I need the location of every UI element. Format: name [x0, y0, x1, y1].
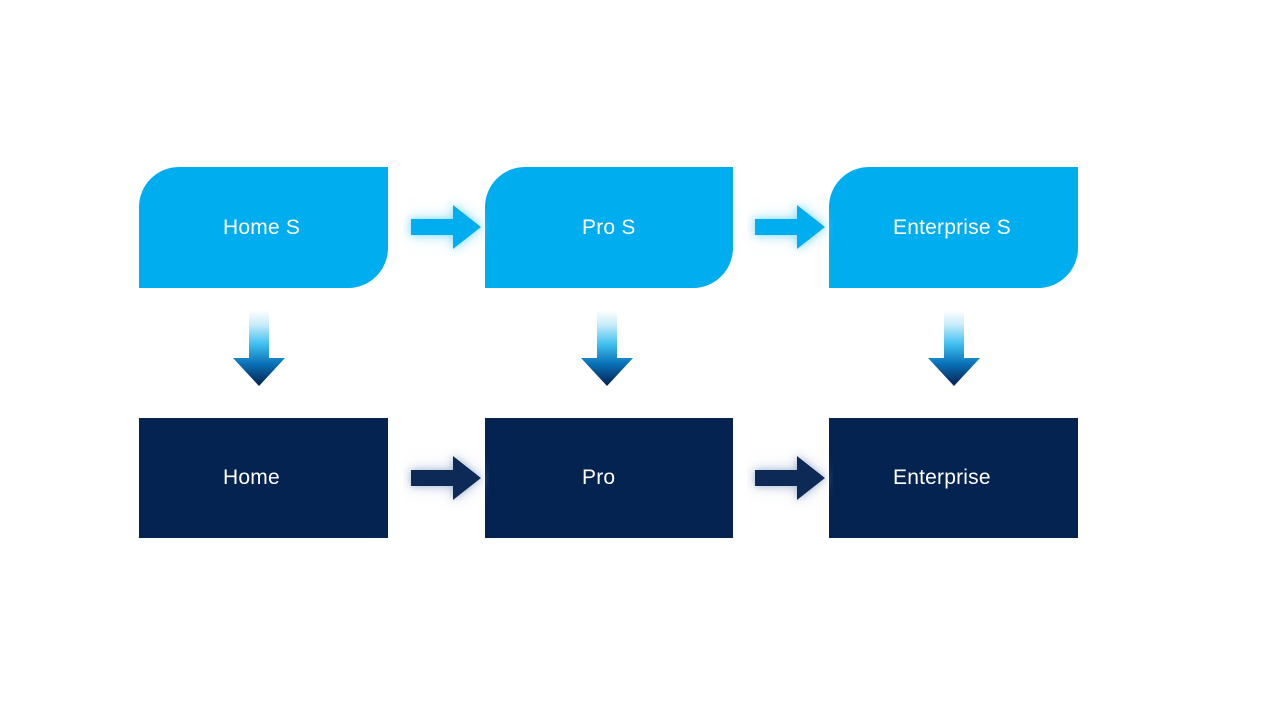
node-enterprise[interactable]: Enterprise: [829, 418, 1078, 538]
node-home-s[interactable]: Home S: [139, 167, 388, 288]
base-arrow-right-icon-2: [747, 447, 833, 509]
node-pro[interactable]: Pro: [485, 418, 733, 538]
node-home[interactable]: Home: [139, 418, 388, 538]
node-enterprise-s-label: Enterprise S: [893, 215, 1011, 239]
node-home-label: Home: [223, 466, 280, 490]
node-pro-s-label: Pro S: [582, 215, 636, 239]
node-enterprise-label: Enterprise: [893, 466, 991, 490]
node-pro-s[interactable]: Pro S: [485, 167, 733, 288]
base-arrow-right-icon-1: [403, 447, 489, 509]
node-enterprise-s[interactable]: Enterprise S: [829, 167, 1078, 288]
node-home-s-label: Home S: [223, 215, 301, 239]
service-arrow-right-icon-2: [747, 196, 833, 258]
down-arrow-icon-2: [576, 306, 638, 392]
down-arrow-icon-3: [923, 306, 985, 392]
down-arrow-icon-1: [228, 306, 290, 392]
node-pro-label: Pro: [582, 466, 616, 490]
service-arrow-right-icon-1: [403, 196, 489, 258]
